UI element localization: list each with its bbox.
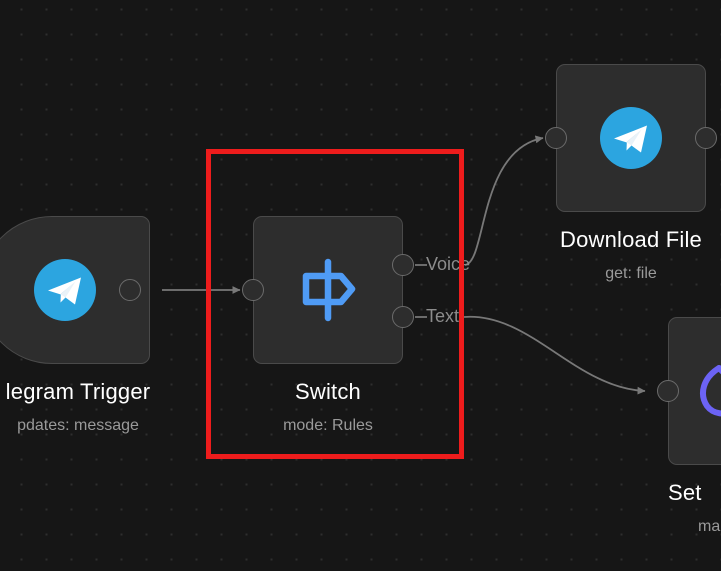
signpost-icon [297,258,359,322]
node-subtitle-telegram-trigger: pdates: message [17,417,139,434]
edge-switch-voice-to-download [464,135,544,266]
input-port-main[interactable] [545,127,567,149]
node-body[interactable] [253,216,403,364]
port-stub-voice [415,264,427,266]
node-download-file[interactable] [545,64,717,212]
node-title-download-file: Download File [559,227,702,252]
output-port-main[interactable] [695,127,717,149]
node-set[interactable] [657,317,721,465]
node-title-set: Set [668,480,702,505]
node-telegram-trigger[interactable] [0,216,150,364]
node-subtitle-set: ma [698,518,721,535]
output-port-text[interactable] [392,306,414,328]
output-port-main[interactable] [119,279,141,301]
telegram-icon [32,257,98,323]
output-port-label-text: Text [426,306,460,326]
node-subtitle-download-file: get: file [605,265,657,282]
output-port-label-voice: Voice [426,254,471,274]
output-port-voice[interactable] [392,254,414,276]
node-title-switch: Switch [295,379,361,404]
node-title-telegram-trigger: legram Trigger [5,379,151,404]
input-port-main[interactable] [657,380,679,402]
pen-edit-icon [689,360,721,422]
edge-switch-text-to-set [463,316,646,395]
port-stub-text [415,316,427,318]
node-body[interactable] [556,64,706,212]
node-subtitle-switch: mode: Rules [283,417,373,434]
telegram-icon [598,105,664,171]
input-port-main[interactable] [242,279,264,301]
node-switch[interactable] [242,216,414,364]
